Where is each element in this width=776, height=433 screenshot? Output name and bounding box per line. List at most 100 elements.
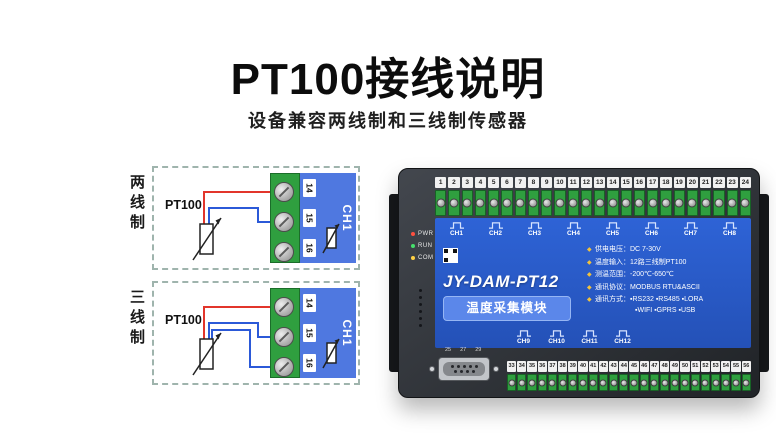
wiring-type-label: 两线制 [128,174,145,234]
sensor-glyph-icon [549,330,564,337]
device-face: CH1 CH2 CH3 [435,218,751,348]
channel-label: CH9 [516,338,530,345]
terminal-number: 47 [649,361,660,372]
screw-icon [701,198,711,208]
terminal-cell [547,374,558,391]
spec-label: 供电电压 [595,246,623,253]
db9-pin-number: 27 [460,347,467,353]
terminal-screw-icon [274,242,294,262]
terminal-number: 7 [514,177,526,188]
db9-connector-body [438,357,490,381]
terminal-screw-icon [274,357,294,377]
terminal-cell [673,190,685,216]
terminal-cell [609,374,619,391]
product-name-badge: 温度采集模块 [443,296,571,321]
terminal-cell [507,374,517,391]
spec-label: 温度输入 [595,258,623,266]
terminal-cell [448,190,460,216]
terminal-number: 51 [690,361,700,372]
terminal-number: 42 [598,361,609,372]
status-led: RUN [411,243,434,249]
terminal-number: 16 [633,177,645,188]
qr-code [443,248,458,263]
pt100-sensor-symbol [192,332,222,376]
screw-icon [712,379,720,386]
screw-icon [610,379,618,386]
screw-icon [640,379,648,386]
screw-icon [589,379,597,386]
pt100-sensor-symbol [192,217,222,261]
terminal-cell [541,190,553,216]
screw-icon [681,379,689,386]
terminal-number: 19 [673,177,685,188]
screw-icon [599,379,607,386]
terminal-number: 16 [303,239,316,257]
screw-icon [661,198,671,208]
screw-icon [608,198,618,208]
terminal-number: 16 [303,354,316,372]
sensor-symbol-icon [322,338,340,369]
spec-row: ▪WIFI ▪GPRS ▪USB [587,307,747,320]
terminal-cell [739,190,751,216]
screw-icon [671,379,679,386]
screw-icon [674,198,684,208]
terminal-cell [647,190,659,216]
terminal-number: 5 [488,177,500,188]
terminal-block [270,173,300,263]
terminal-cell [501,190,513,216]
terminal-cell [488,190,500,216]
terminal-cell [568,374,578,391]
screw-icon [502,198,512,208]
wiring-type-label: 三线制 [128,289,145,349]
terminal-number: 43 [609,361,619,372]
terminal-cell [700,374,711,391]
terminal-number: 13 [594,177,606,188]
terminal-number: 11 [567,177,579,188]
terminal-screw-icon [274,182,294,202]
terminal-cell [686,190,698,216]
terminal-cell [670,374,680,391]
sensor-glyph-icon [527,222,542,229]
spec-row: ◆ 温度输入 ： 12路三线制PT100 [587,257,747,270]
page-subtitle: 设备兼容两线制和三线制传感器 [248,110,528,131]
terminal-cell [578,374,588,391]
spec-value: -200℃-650℃ [630,271,674,278]
db9-serial-port [429,356,499,382]
terminal-number: 52 [700,361,711,372]
terminal-cell [726,190,738,216]
db9-screw-icon [493,366,499,372]
led-label: COM [418,255,434,261]
top-terminal-row [435,190,751,216]
spec-bullet: ◆ [587,284,592,291]
sensor-glyph-icon [449,222,464,229]
terminal-cell [594,190,606,216]
terminal-number: 14 [607,177,619,188]
db9-pin-number: 25 [445,347,452,353]
terminal-cell [598,374,609,391]
channel-label: CH4 [566,230,580,237]
terminal-number: 18 [660,177,672,188]
channel-label: CH2 [488,230,502,237]
channel-label: CH7 [683,230,697,237]
device-model: JY-DAM-PT12 [443,272,559,291]
terminal-cell [580,190,592,216]
channel-label: CH6 [644,230,658,237]
spec-bullet: ◆ [587,259,592,266]
screw-icon [687,198,697,208]
channel-label: CH8 [722,230,736,237]
screw-icon [569,379,577,386]
spec-separator: ： [623,296,630,303]
channel-group: CH12 [606,328,639,347]
channel-label: CH3 [527,230,541,237]
led-dot-icon [411,244,415,248]
terminal-cell [680,374,690,391]
db9-pin-field [443,362,485,376]
terminal-screw-icon [274,212,294,232]
status-led: COM [411,255,434,261]
screw-icon [515,198,525,208]
screw-icon [475,198,485,208]
screw-icon [740,198,750,208]
